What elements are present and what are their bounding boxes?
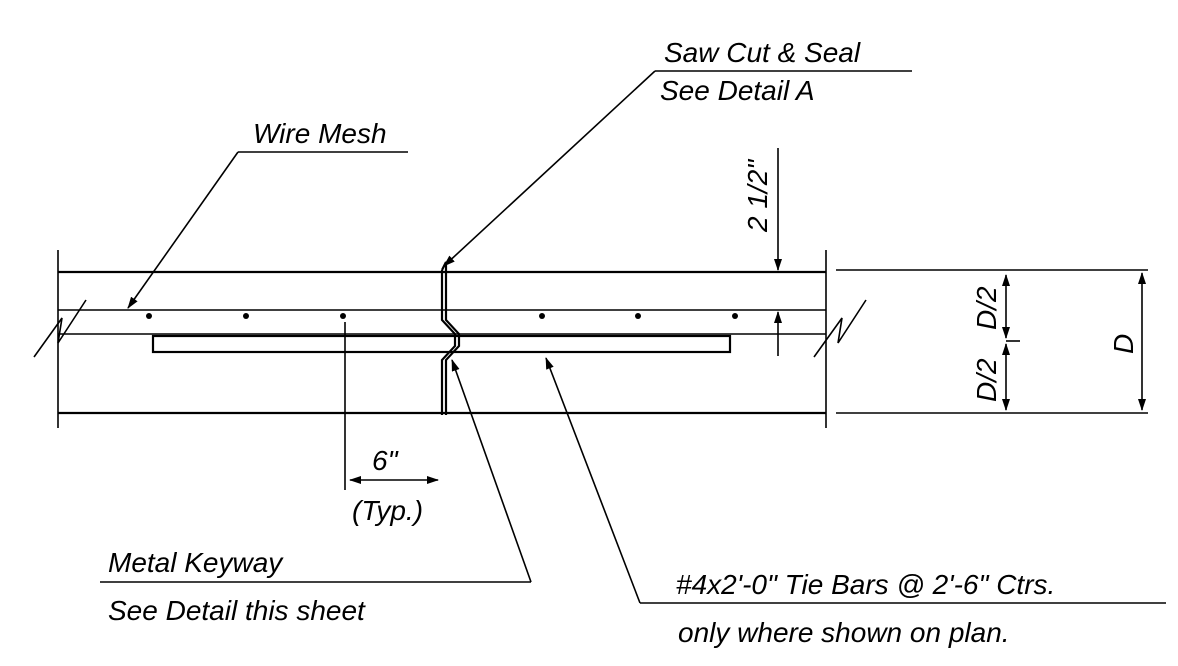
keyway-joint-left xyxy=(440,270,457,415)
left-break-symbol xyxy=(33,299,87,358)
upper-half-depth-label: D/2 xyxy=(971,286,1002,330)
tie-bars-callout: #4x2'-0" Tie Bars @ 2'-6" Ctrs. only whe… xyxy=(545,357,1166,648)
lower-half-depth-label: D/2 xyxy=(971,358,1002,402)
saw-cut-leader xyxy=(443,70,656,267)
top-cover-dimension: 2 1/2" xyxy=(742,148,782,356)
tie-bars-note: only where shown on plan. xyxy=(678,617,1010,648)
tie-bars-leader xyxy=(545,357,641,604)
full-depth-label: D xyxy=(1108,334,1139,354)
wire-mesh-callout: Wire Mesh xyxy=(127,118,408,309)
metal-keyway-leader xyxy=(451,359,532,583)
saw-cut-detail-ref: See Detail A xyxy=(660,75,815,106)
saw-cut-callout: Saw Cut & Seal See Detail A xyxy=(443,37,912,267)
slab-section xyxy=(33,250,867,428)
metal-keyway-callout: Metal Keyway See Detail this sheet xyxy=(100,359,532,626)
saw-cut-label: Saw Cut & Seal xyxy=(664,37,861,68)
depth-dimensions: D/2 D/2 D xyxy=(836,269,1148,414)
mesh-wire-dot xyxy=(732,313,738,319)
right-break-symbol xyxy=(813,299,867,358)
spacing-note: (Typ.) xyxy=(352,495,423,526)
mesh-wire-dot xyxy=(146,313,152,319)
tie-bar xyxy=(151,334,732,354)
wire-mesh-leader xyxy=(127,151,239,309)
metal-keyway-detail-ref: See Detail this sheet xyxy=(108,595,366,626)
mesh-wire-dot xyxy=(340,313,346,319)
mesh-wire-dot xyxy=(539,313,545,319)
wire-mesh-label: Wire Mesh xyxy=(253,118,387,149)
mesh-wire-dot xyxy=(243,313,249,319)
spacing-value: 6" xyxy=(372,445,399,476)
mesh-wire-dot xyxy=(635,313,641,319)
top-cover-value: 2 1/2" xyxy=(742,159,773,233)
keyway-joint-right xyxy=(441,261,461,415)
tie-bars-label: #4x2'-0" Tie Bars @ 2'-6" Ctrs. xyxy=(676,569,1055,600)
metal-keyway-label: Metal Keyway xyxy=(108,547,284,578)
spacing-dimension: 6" (Typ.) xyxy=(344,322,439,526)
